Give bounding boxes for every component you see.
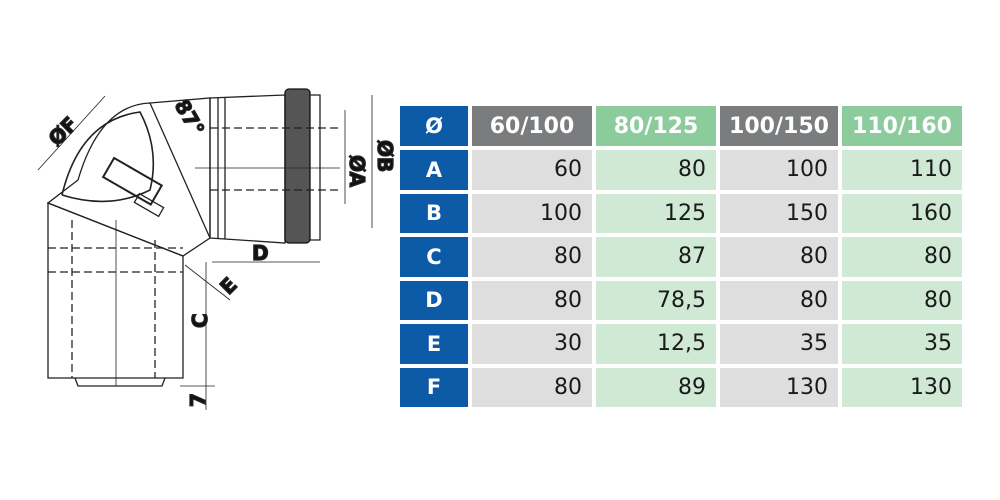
table-cell: 80 [596,150,716,190]
table-cell: 89 [596,367,716,407]
table-cell: 60 [472,150,592,190]
table-cell: 87 [596,237,716,277]
table-cell: 80 [472,367,592,407]
table-cell: 30 [472,324,592,364]
dim-label-b: ØB [373,140,397,172]
table-cell: 130 [842,367,962,407]
table-cell: 130 [720,367,838,407]
table-cell: 100 [720,150,838,190]
table-cell: 150 [720,193,838,233]
header-diameter: Ø [400,106,468,146]
table-cell: 80 [472,280,592,320]
table-cell: 80 [842,280,962,320]
dim-label-7: 7 [186,393,210,407]
row-key: F [400,367,468,407]
dimension-lines [37,95,373,410]
dim-label-d: D [252,241,269,265]
table-cell: 125 [596,193,716,233]
dim-label-f: ØF [44,112,83,151]
table-cell: 35 [842,324,962,364]
table-cell: 78,5 [596,280,716,320]
row-key: A [400,150,468,190]
table-cell: 80 [720,237,838,277]
table-cell: 80 [842,237,962,277]
middle-segment [46,102,211,257]
dim-label-e: E [215,273,242,300]
table-cell: 35 [720,324,838,364]
table-cell: 110 [842,150,962,190]
lower-pipe [47,202,184,387]
header-60-100: 60/100 [472,106,592,146]
elbow-technical-drawing: ØF 87° ØA ØB D E C 7 [37,88,398,410]
table-cell: 160 [842,193,962,233]
row-key: D [400,280,468,320]
row-key: E [400,324,468,364]
upper-pipe [149,88,340,244]
table-cell: 100 [472,193,592,233]
dim-label-c: C [188,313,212,328]
header-80-125: 80/125 [596,106,716,146]
table-cell: 80 [472,237,592,277]
row-key: C [400,237,468,277]
row-key: B [400,193,468,233]
table-cell: 12,5 [596,324,716,364]
table-cell: 80 [720,280,838,320]
dim-label-a: ØA [345,155,369,188]
dim-label-angle: 87° [170,95,210,140]
header-100-150: 100/150 [720,106,838,146]
header-110-160: 110/160 [842,106,962,146]
